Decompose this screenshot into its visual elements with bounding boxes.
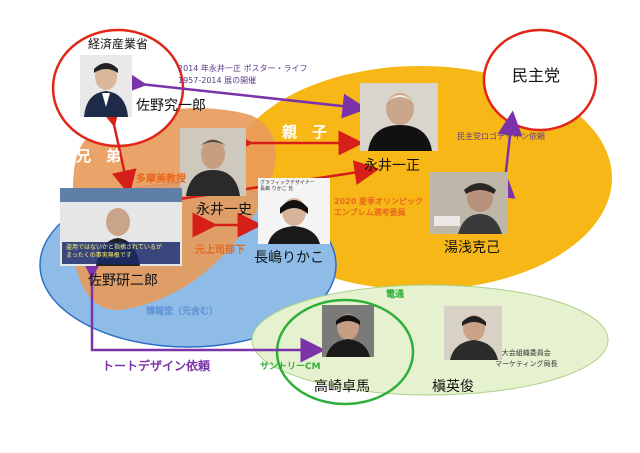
tv-subtitle: 盗用ではないかと指摘されているが まったくの事実無根です	[66, 244, 162, 259]
hakuhodo-label: 博報堂（元含む）	[146, 307, 219, 317]
name-takasaki: 高崎卓馬	[314, 379, 370, 395]
person-silhouette-icon	[430, 172, 508, 234]
tote-design-arrow	[79, 254, 326, 363]
suntory-label: サントリーCM	[260, 362, 321, 372]
party-label: 民主党	[512, 66, 561, 85]
person-silhouette-icon	[444, 306, 502, 360]
brothers-label: 兄 弟	[76, 147, 122, 165]
tote-design-label: トートデザイン依頼	[102, 359, 211, 373]
poster-event-arrow	[121, 69, 368, 119]
nagashima-photo-caption: グラフィックデザイナー 長嶋 りかこ 氏	[260, 180, 315, 192]
dentsu-label: 電通	[386, 290, 405, 300]
yuasa-photo	[430, 172, 508, 234]
ministry-label: 経済産業省	[88, 37, 149, 51]
name-yuasa: 湯浅克己	[444, 240, 500, 256]
name-nagai-kazumasa: 永井一正	[364, 158, 420, 174]
person-silhouette-icon	[80, 55, 132, 117]
name-nagai-kazufumi: 永井一史	[196, 202, 252, 218]
takasaki-photo	[322, 305, 374, 357]
nagai-kazumasa-photo	[360, 83, 438, 151]
sano-kenichiro-photo	[80, 55, 132, 117]
person-silhouette-icon	[258, 178, 330, 244]
person-silhouette-icon	[322, 305, 374, 357]
tama-professor-label: 多摩美教授	[136, 174, 186, 185]
olympic-committee-label: 2020 夏季オリンピック エンブレム選考委員	[334, 197, 424, 218]
person-silhouette-icon	[60, 188, 182, 266]
party-logo-label: 民主党ロゴデザイン依頼	[457, 132, 545, 141]
nagashima-photo: グラフィックデザイナー 長嶋 りかこ 氏	[258, 178, 330, 244]
committee-marketing-label: 大会組織委員会 マーケティング局長	[495, 349, 558, 368]
poster-event-label: 2014 年永井一正 ポスター・ライフ 1957-2014 展の開催	[178, 64, 308, 85]
dentsu-region	[251, 284, 609, 396]
person-silhouette-icon	[360, 83, 438, 151]
name-nagashima: 長嶋りかこ	[254, 250, 324, 266]
former-subordinate-label: 元上司部下	[195, 245, 245, 256]
name-sano-kenjiro: 佐野研二郎	[88, 273, 158, 289]
nagai-kazufumi-photo	[180, 128, 246, 196]
parent-child-label: 親 子	[282, 123, 328, 141]
name-sano-kenichiro: 佐野究一郎	[136, 98, 206, 114]
sano-kenjiro-tv-photo: 盗用ではないかと指摘されているが まったくの事実無根です	[60, 188, 182, 266]
person-silhouette-icon	[180, 128, 246, 196]
maki-photo	[444, 306, 502, 360]
name-maki: 槇英俊	[432, 379, 474, 395]
party-logo-arrow	[490, 110, 523, 199]
party-circle	[482, 28, 598, 132]
